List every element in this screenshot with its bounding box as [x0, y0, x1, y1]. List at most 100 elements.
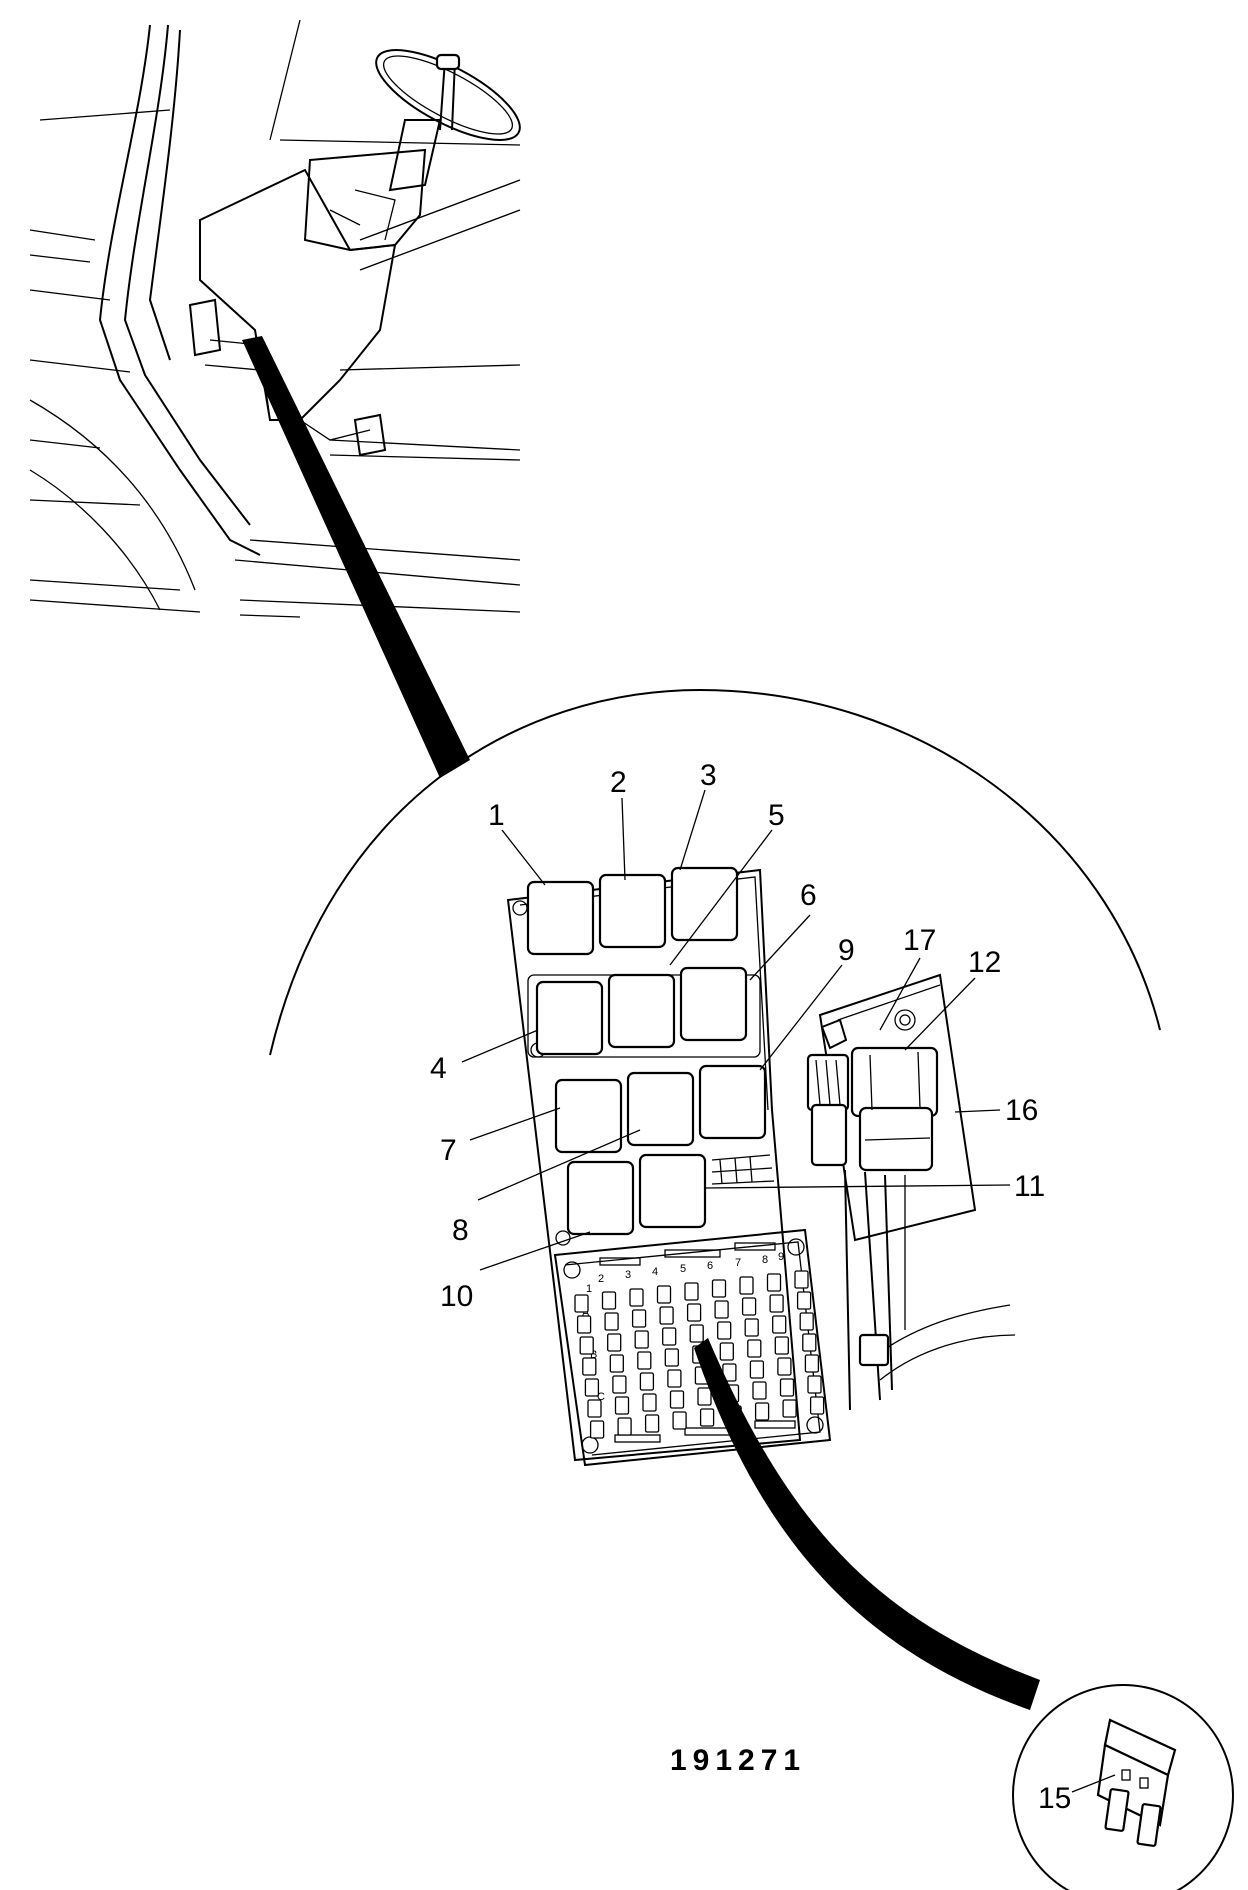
- fuse-slot: [634, 1330, 649, 1349]
- callout-7: 7: [440, 1134, 457, 1167]
- fuse-slot: [796, 1291, 812, 1310]
- callout-leaders: [461, 789, 1116, 1793]
- fuse-slot: [717, 1321, 732, 1340]
- callout-labels: 1 2 3 5 6 4 9 17 12 16 7 11 8 10 15: [430, 759, 1071, 1815]
- fuse-slot: [809, 1396, 825, 1415]
- callout-9: 9: [838, 934, 855, 967]
- fuse-row-label-b: B: [590, 1349, 597, 1361]
- fuse-slot: [689, 1324, 704, 1343]
- relay-row-3: [554, 1064, 767, 1154]
- fuse-slot: [672, 1411, 687, 1430]
- fuse-slot: [697, 1387, 712, 1406]
- auxiliary-relay-bracket: [806, 973, 1016, 1411]
- callout-12: 12: [968, 946, 1001, 979]
- fuse-slot: [714, 1300, 729, 1319]
- callout-10: 10: [440, 1280, 473, 1313]
- fuse-slot: [739, 1276, 754, 1295]
- fuse-slot: [667, 1369, 682, 1388]
- fuse-slot: [804, 1354, 820, 1373]
- fuse-slot: [614, 1396, 630, 1415]
- fuse-slot: [629, 1288, 644, 1307]
- fuse-slot: [711, 1279, 727, 1298]
- fuse-slot: [609, 1354, 624, 1373]
- fuse-slot: [699, 1408, 715, 1427]
- fuse-slot: [659, 1306, 674, 1325]
- fuse-col-label-8: 8: [762, 1254, 768, 1266]
- fuse-slot: [612, 1375, 627, 1394]
- fuse-slot: [766, 1273, 782, 1292]
- fuse-slot: [589, 1420, 605, 1439]
- fuse-slot: [574, 1294, 589, 1313]
- relay-row-1: [526, 866, 739, 956]
- fuse-slot: [744, 1318, 759, 1337]
- fuse-slot: [684, 1282, 699, 1301]
- fuse-slot: [607, 1333, 622, 1352]
- fuse-slot: [747, 1339, 762, 1358]
- fuse-row-label-c: C: [597, 1391, 605, 1403]
- fuse-col-label-5: 5: [680, 1263, 686, 1275]
- magnify-leader-lower: [694, 1338, 1040, 1710]
- fuse-col-label-3: 3: [625, 1269, 631, 1281]
- callout-16: 16: [1005, 1094, 1038, 1127]
- fuse-slot: [752, 1381, 767, 1400]
- fuse-col-label-4: 4: [652, 1266, 658, 1278]
- fuse-block: 1 2 3 4 5 6 7 8 9 A B C: [553, 1228, 832, 1467]
- fuse-slot: [741, 1297, 757, 1316]
- fuse-slot: [617, 1417, 632, 1436]
- fuse-slot: [639, 1372, 655, 1391]
- fuse-slot: [669, 1390, 685, 1409]
- fuse-slot: [779, 1378, 795, 1397]
- fuse-col-label-6: 6: [707, 1260, 713, 1272]
- callout-4: 4: [430, 1052, 447, 1085]
- relay-fuse-panel: 1 2 3 4 5 6 7 8 9 A B C: [506, 866, 1016, 1467]
- callout-6: 6: [800, 879, 817, 912]
- relay-row-2: [527, 966, 761, 1058]
- fuse-slot: [769, 1294, 784, 1313]
- fuse-slot: [782, 1399, 797, 1418]
- fuse-slot: [749, 1360, 765, 1379]
- magnify-circle-arc: [269, 688, 1161, 1056]
- cab-interior-sketch: [29, 19, 521, 618]
- fuse-slot: [777, 1357, 792, 1376]
- relay-row-4: [566, 1153, 775, 1236]
- callout-5: 5: [768, 799, 785, 832]
- fuse-slot: [587, 1399, 602, 1418]
- fuse-slot: [686, 1303, 702, 1322]
- fuse-slot: [664, 1348, 679, 1367]
- callout-15: 15: [1038, 1782, 1071, 1815]
- callout-1: 1: [488, 799, 505, 832]
- fuse-slot: [799, 1312, 814, 1331]
- fuse-inset: [1012, 1684, 1234, 1890]
- fuse-slot: [637, 1351, 652, 1370]
- fuse-col-label-9: 9: [778, 1251, 784, 1263]
- fuse-slot: [754, 1402, 770, 1421]
- fuse-slot: [656, 1285, 672, 1304]
- callout-3: 3: [700, 759, 717, 792]
- fuse-slot: [772, 1315, 787, 1334]
- fuse-slot: [584, 1378, 600, 1397]
- fuse-slot: [644, 1414, 660, 1433]
- fuse-slot: [576, 1315, 592, 1334]
- fuse-slot: [662, 1327, 677, 1346]
- magnify-leader-upper: [242, 336, 470, 778]
- fuse-slot: [582, 1357, 597, 1376]
- fuse-slot: [601, 1291, 617, 1310]
- fuse-slot: [719, 1342, 734, 1361]
- fuse-slot: [802, 1333, 817, 1352]
- fuse-slot: [774, 1336, 789, 1355]
- callout-11: 11: [1014, 1170, 1045, 1203]
- fuse-col-label-2: 2: [598, 1273, 604, 1285]
- fuse-slot: [604, 1312, 619, 1331]
- fuse-slot: [642, 1393, 657, 1412]
- callout-17: 17: [903, 924, 936, 957]
- fuse-col-label-1: 1: [586, 1283, 592, 1295]
- fuse-col-label-7: 7: [735, 1257, 741, 1269]
- fuse-slot: [794, 1270, 809, 1289]
- fuse-slot: [807, 1375, 822, 1394]
- callout-2: 2: [610, 766, 627, 799]
- fuse-slot: [579, 1336, 594, 1355]
- callout-8: 8: [452, 1214, 469, 1247]
- fuse-row-label-a: A: [582, 1307, 590, 1319]
- figure-number: 191271: [670, 1744, 806, 1777]
